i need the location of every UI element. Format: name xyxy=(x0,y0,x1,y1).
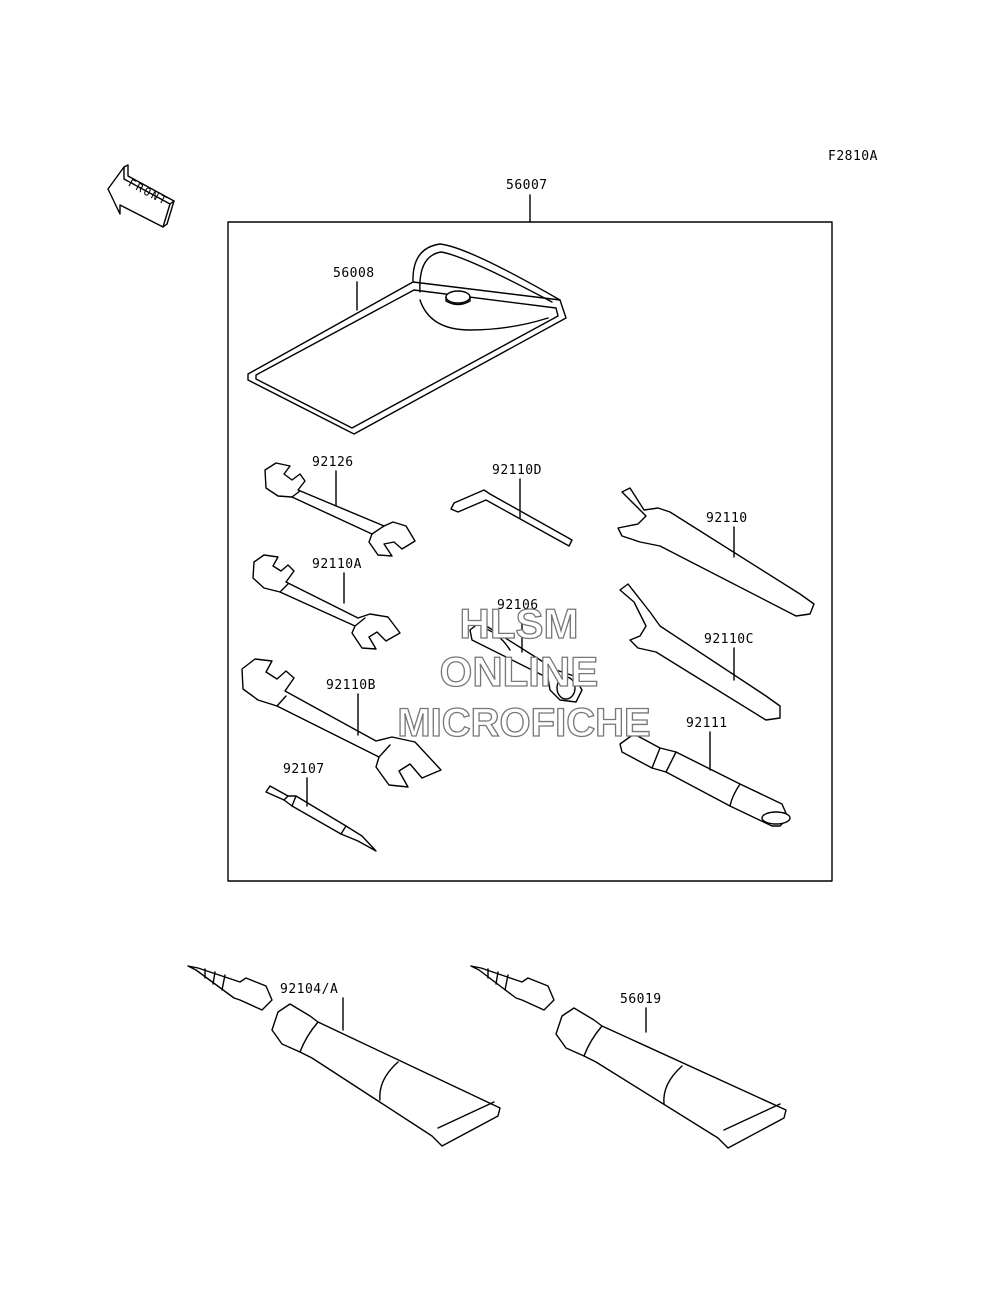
hook-spanner-92110 xyxy=(617,487,815,617)
wrench-92110b xyxy=(241,658,442,788)
tool-kit-box xyxy=(227,221,833,882)
tool-case xyxy=(247,243,567,435)
figure-code: F2810A xyxy=(828,149,878,164)
label-92106: 92106 xyxy=(497,598,539,613)
watermark: HLSM ONLINE MICROFICHE xyxy=(397,599,652,745)
wrench-92126 xyxy=(264,462,416,557)
hex-key-92110d xyxy=(450,489,573,547)
box-wrench-92106 xyxy=(469,621,583,703)
grease-tube-56019 xyxy=(470,965,787,1149)
label-92110: 92110 xyxy=(706,511,748,526)
label-92110b: 92110B xyxy=(326,678,376,693)
handle-92111 xyxy=(619,733,791,827)
watermark-line3: MICROFICHE xyxy=(397,701,650,745)
label-92110d: 92110D xyxy=(492,463,542,478)
label-92110c: 92110C xyxy=(704,632,754,647)
label-92110a: 92110A xyxy=(312,557,362,572)
front-arrow-icon: FRONT xyxy=(107,164,175,228)
wrench-92110a xyxy=(252,554,401,650)
hook-spanner-92110c xyxy=(619,583,781,721)
label-92111: 92111 xyxy=(686,716,728,731)
watermark-line1: HLSM xyxy=(460,600,579,647)
label-92104a: 92104/A xyxy=(280,982,338,997)
label-92126: 92126 xyxy=(312,455,354,470)
label-56007: 56007 xyxy=(506,178,548,193)
grease-tube-92104a xyxy=(187,965,501,1147)
watermark-line2: ONLINE xyxy=(440,648,599,695)
label-56019: 56019 xyxy=(620,992,662,1007)
screwdriver-92107 xyxy=(265,785,377,852)
label-56008: 56008 xyxy=(333,266,375,281)
label-92107: 92107 xyxy=(283,762,325,777)
